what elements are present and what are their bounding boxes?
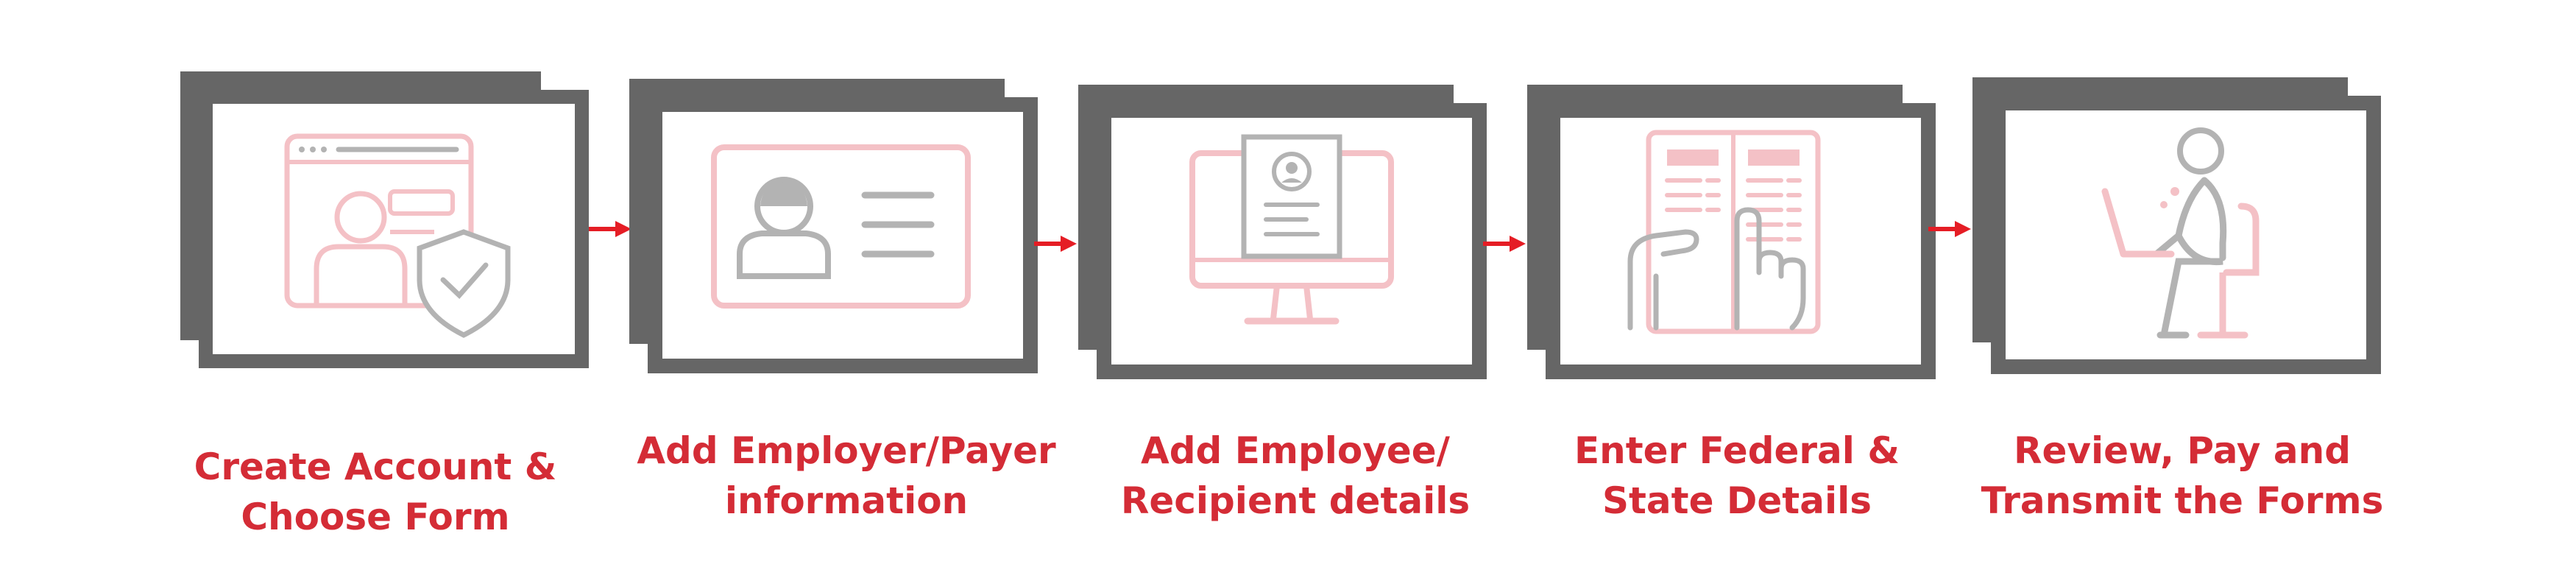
card-inner xyxy=(213,104,575,354)
step-caption-line1: Enter Federal & xyxy=(1574,429,1900,472)
person-laptop-icon xyxy=(2101,127,2260,339)
arrow-right-icon xyxy=(1034,236,1077,252)
card-inner xyxy=(662,112,1023,359)
step-caption-line1: Add Employer/Payer xyxy=(637,429,1056,472)
step-1: Create Account & Choose Form xyxy=(0,0,589,581)
monitor-document-icon xyxy=(1189,134,1394,325)
step-5: Review, Pay and Transmit the Forms xyxy=(0,0,2383,581)
account-shield-icon xyxy=(284,133,511,338)
step-caption: Add Employee/ Recipient details xyxy=(1038,426,1553,526)
step-caption-line2: Recipient details xyxy=(1120,479,1471,522)
step-caption-line2: Transmit the Forms xyxy=(1981,479,2384,522)
step-caption: Create Account & Choose Form xyxy=(118,442,633,542)
step-caption-line1: Review, Pay and xyxy=(2013,429,2352,472)
step-caption: Enter Federal & State Details xyxy=(1479,426,1995,526)
id-card-icon xyxy=(711,144,971,309)
step-caption: Review, Pay and Transmit the Forms xyxy=(1925,426,2440,526)
step-2: Add Employer/Payer information xyxy=(0,0,1056,581)
step-caption-line2: Choose Form xyxy=(241,496,510,538)
arrow-right-icon xyxy=(589,221,631,237)
step-caption-line1: Add Employee/ xyxy=(1141,429,1450,472)
step-caption-line1: Create Account & xyxy=(194,446,557,488)
arrow-right-icon xyxy=(1483,236,1526,252)
step-caption: Add Employer/Payer information xyxy=(589,426,1104,526)
card-inner xyxy=(2006,110,2366,359)
step-4: Enter Federal & State Details xyxy=(0,0,1936,581)
step-caption-line2: State Details xyxy=(1602,479,1872,522)
step-3: Add Employee/ Recipient details xyxy=(0,0,1487,581)
form-pointing-hand-icon xyxy=(1627,130,1821,334)
card-inner xyxy=(1560,118,1921,365)
step-caption-line2: information xyxy=(724,479,969,522)
arrow-right-icon xyxy=(1928,221,1971,237)
